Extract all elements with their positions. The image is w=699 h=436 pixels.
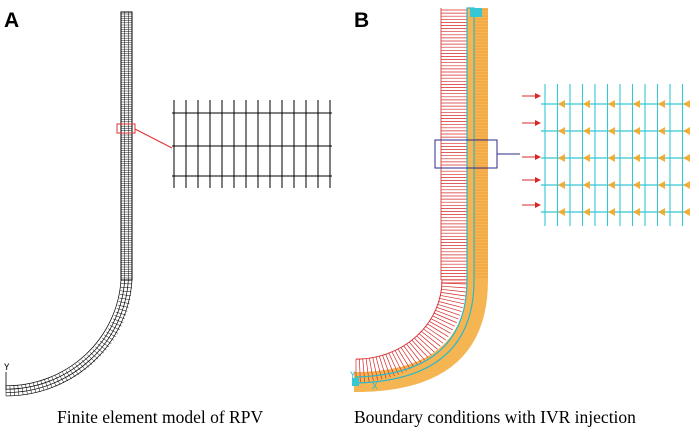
axis-y-label-b: Y [350,371,356,381]
constrained-wall [355,7,475,384]
load-arrow-field [355,8,467,383]
panel-b-label: B [354,9,370,32]
top-constraint-marker [470,8,482,17]
mesh-detail-zoom [172,100,332,188]
panel-b-model [352,7,690,392]
rpv-lower-head-mesh [5,279,133,397]
boundary-detail-zoom [522,84,690,226]
panel-a-label: A [4,9,20,32]
panel-b-caption: Boundary conditions with IVR injection [354,407,636,427]
axis-y-label-a: Y [4,363,10,373]
panel-a-caption: Finite element model of RPV [57,407,264,427]
bottom-constraint-marker [352,378,359,386]
pressure-load-band [354,8,488,392]
axis-x-label-b: X [372,382,378,392]
panel-a-model [5,11,332,397]
detail-leader-line [134,128,173,149]
detail-highlight-box [116,123,136,134]
wall-element-lines [121,13,132,279]
pressure-hatch [474,9,488,278]
